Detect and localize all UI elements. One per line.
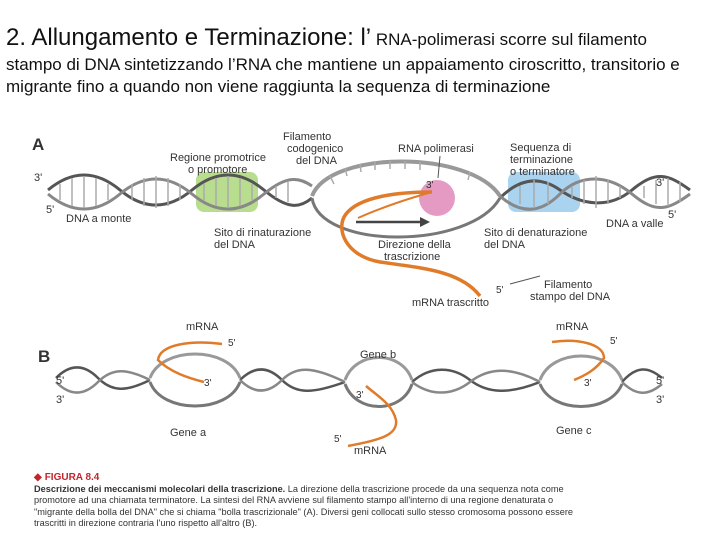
label-terminator-2: terminazione [510, 154, 573, 166]
label-3prime-left: 3' [34, 172, 42, 184]
label-coding-strand-1: Filamento [283, 131, 331, 143]
label-rna5-mid: 5' [334, 434, 342, 445]
label-terminator-1: Sequenza di [510, 142, 571, 154]
label-5prime-left: 5' [46, 204, 54, 216]
label-rna3-mid: 3' [356, 390, 364, 401]
label-direction-1: Direzione della [378, 239, 452, 251]
promoter-region [196, 172, 258, 212]
label-rna-3prime: 3' [426, 180, 434, 191]
bubble-bases-top [330, 161, 470, 184]
label-gene-c: Gene c [556, 425, 592, 437]
label-coding-strand-2: codogenico [287, 143, 343, 155]
label-mrna-mid: mRNA [354, 445, 387, 457]
panel-a-letter: A [32, 135, 44, 154]
label-upstream-dna: DNA a monte [66, 213, 131, 225]
label-mrna-left: mRNA [186, 321, 219, 333]
label-b-5prime-right: 5' [656, 375, 664, 387]
label-5prime-right: 5' [668, 209, 676, 221]
label-rna-polymerase: RNA polimerasi [398, 143, 474, 155]
label-promoter-1: Regione promotrice [170, 152, 266, 164]
label-denaturation-2: del DNA [484, 239, 526, 251]
label-template-1: Filamento [544, 279, 592, 291]
label-template-2: stampo del DNA [530, 291, 611, 303]
label-b-5prime-left: 5' [56, 375, 64, 387]
label-gene-b: Gene b [360, 349, 396, 361]
label-downstream-dna: DNA a valle [606, 218, 663, 230]
coding-strand-bubble [312, 162, 500, 197]
label-gene-a: Gene a [170, 427, 207, 439]
label-rna5-left: 5' [228, 338, 236, 349]
upstream-dna-helix [48, 175, 312, 209]
label-mrna-transcript: mRNA trascritto [412, 297, 489, 309]
polymerase-leader-line [438, 156, 440, 178]
label-b-3prime-right: 3' [656, 394, 664, 406]
template-strand-bubble [312, 198, 500, 237]
label-mrna-right: mRNA [556, 321, 589, 333]
diamond-icon: ◆ [34, 472, 42, 483]
mrna-gene-a [158, 343, 222, 382]
label-direction-2: trascrizione [384, 251, 440, 263]
label-rna5-right: 5' [610, 336, 618, 347]
label-promoter-2: o promotore [188, 164, 247, 176]
template-leader-line [510, 276, 540, 284]
label-3prime-right: 3' [656, 177, 664, 189]
gene-c-bubble [540, 356, 622, 407]
label-coding-strand-3: del DNA [296, 155, 338, 167]
label-b-3prime-left: 3' [56, 394, 64, 406]
label-rna3-right: 3' [584, 378, 592, 389]
figure-caption: ◆FIGURA 8.4 Descrizione dei meccanismi m… [34, 472, 574, 530]
label-terminator-3: o terminatore [510, 166, 575, 178]
label-renaturation-1: Sito di rinaturazione [214, 227, 311, 239]
figure-label: ◆FIGURA 8.4 [34, 472, 574, 484]
direction-arrowhead [420, 217, 430, 227]
label-rna-5prime: 5' [496, 285, 504, 296]
label-denaturation-1: Sito di denaturazione [484, 227, 587, 239]
panel-b-dna-helix [56, 368, 662, 393]
caption-bold: Descrizione dei meccanismi molecolari de… [34, 484, 285, 494]
label-renaturation-2: del DNA [214, 239, 256, 251]
panel-b-letter: B [38, 347, 50, 366]
rna-polymerase [419, 180, 455, 216]
figure-label-text: FIGURA 8.4 [45, 472, 100, 483]
label-rna3-left: 3' [204, 378, 212, 389]
